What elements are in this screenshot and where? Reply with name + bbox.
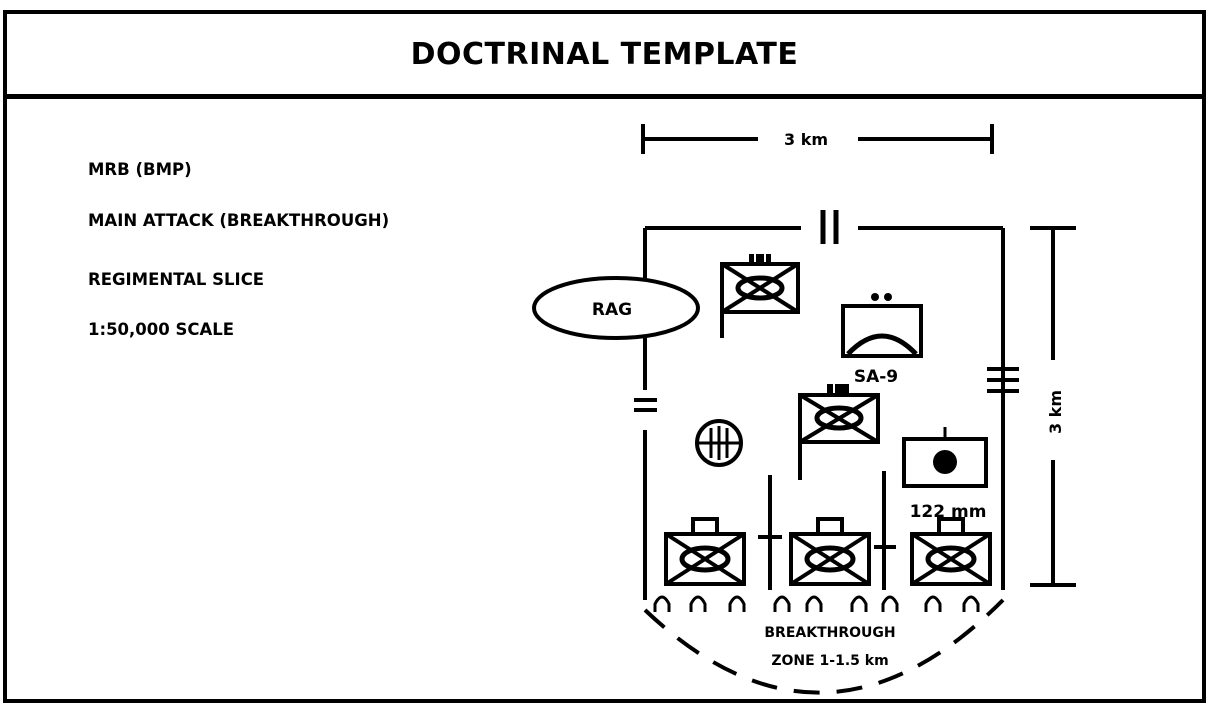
artillery-122mm-symbol — [902, 427, 988, 488]
regiment-hq-symbol — [720, 254, 800, 338]
page-title: DOCTRINAL TEMPLATE — [410, 36, 799, 72]
lead-battalion-left — [664, 517, 746, 586]
lead-battalion-center — [789, 517, 871, 586]
sa9-label: SA-9 — [854, 367, 898, 387]
width-scale-bar — [641, 124, 994, 154]
assault-arches — [653, 595, 980, 612]
depth-scale-bar — [1030, 226, 1076, 587]
template-frame: DOCTRINAL TEMPLATE — [3, 10, 1206, 703]
lead-battalion-right — [910, 517, 992, 586]
width-scale-label: 3 km — [784, 130, 828, 149]
rag-label: RAG — [592, 300, 632, 320]
mission-label: MAIN ATTACK (BREAKTHROUGH) — [88, 211, 390, 230]
rag-ellipse — [532, 276, 700, 340]
reserve-battalion-symbol — [798, 384, 880, 480]
depth-scale-label: 3 km — [1046, 390, 1065, 434]
battalion-boundaries — [758, 471, 896, 590]
artillery-label: 122 mm — [910, 502, 987, 522]
unit-label: MRB (BMP) — [88, 160, 192, 179]
regiment-echelon-marker — [820, 210, 839, 244]
scale-label: 1:50,000 SCALE — [88, 320, 235, 339]
crosshair-symbol — [695, 419, 743, 467]
breakthrough-zone-arc — [643, 598, 1005, 695]
title-bar: DOCTRINAL TEMPLATE — [7, 14, 1202, 99]
regiment-boundary — [643, 226, 1005, 600]
slice-label: REGIMENTAL SLICE — [88, 270, 265, 289]
breakthrough-label-line2: ZONE 1-1.5 km — [771, 653, 888, 669]
right-boundary-ticks — [987, 367, 1019, 393]
left-boundary-ticks — [634, 398, 657, 412]
breakthrough-label-line1: BREAKTHROUGH — [764, 625, 895, 641]
sa9-air-defense-symbol — [841, 293, 923, 358]
